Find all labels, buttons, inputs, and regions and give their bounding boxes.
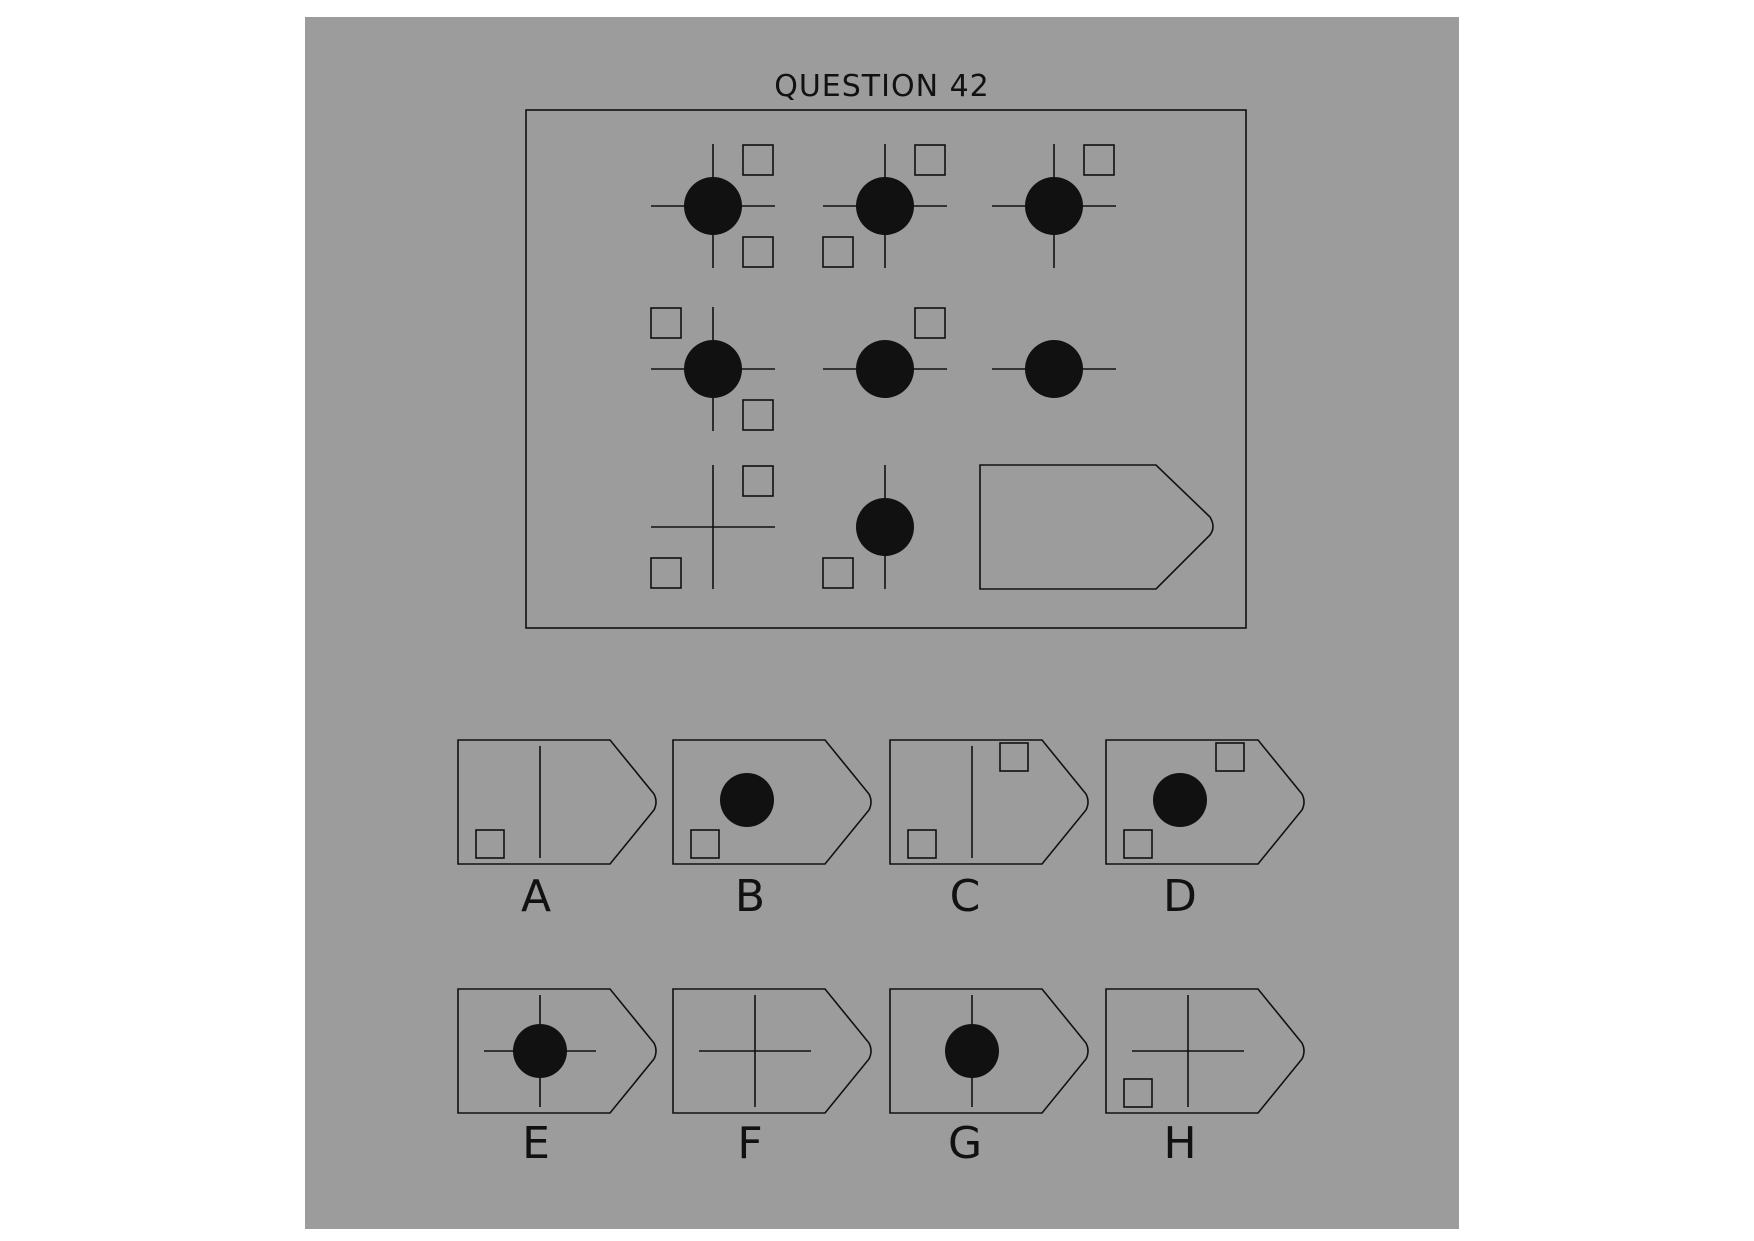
black-dot	[856, 340, 914, 398]
grid-cell-row1-col2	[822, 144, 947, 268]
small-square-top-right	[742, 144, 774, 176]
option-d[interactable]	[1105, 739, 1305, 865]
small-square-bottom-left	[1123, 829, 1153, 859]
option-g[interactable]	[889, 988, 1089, 1114]
small-square-bottom-left	[650, 557, 682, 589]
puzzle-frame	[525, 109, 1247, 629]
option-e[interactable]	[457, 988, 657, 1114]
small-square-top-right	[1083, 144, 1115, 176]
option-a[interactable]	[457, 739, 657, 865]
option-b[interactable]	[672, 739, 872, 865]
black-dot	[856, 498, 914, 556]
option-label-d[interactable]: D	[1163, 871, 1197, 922]
option-shape	[1105, 988, 1305, 1114]
grid-cell-row3-col3	[979, 464, 1214, 590]
grid-cell-row3-col2	[822, 465, 914, 589]
question-title: QUESTION 42	[774, 69, 990, 104]
option-shape	[672, 739, 872, 865]
option-shape	[672, 988, 872, 1114]
small-square-bottom-left	[690, 829, 720, 859]
grid-cell-row1-col1	[651, 144, 775, 268]
small-square-top-right	[1215, 742, 1245, 772]
small-square-bottom-left	[475, 829, 505, 859]
option-shape	[457, 739, 657, 865]
option-label-f[interactable]: F	[737, 1118, 763, 1169]
small-square-top-right	[914, 307, 946, 339]
question-panel: QUESTION 42 A B C D E F G H	[305, 17, 1459, 1229]
missing-answer-slot	[979, 464, 1214, 590]
small-square-bottom-left	[907, 829, 937, 859]
black-dot	[1025, 177, 1083, 235]
grid-cell-row2-col3	[992, 340, 1116, 398]
black-dot	[684, 177, 742, 235]
option-label-g[interactable]: G	[947, 1118, 983, 1169]
small-square-bottom-left	[1123, 1078, 1153, 1108]
small-square-bottom-right	[742, 399, 774, 431]
grid-cell-row2-col2	[823, 307, 947, 398]
black-dot	[684, 340, 742, 398]
option-label-c[interactable]: C	[949, 871, 981, 922]
black-dot	[856, 177, 914, 235]
grid-cell-row1-col3	[992, 144, 1116, 268]
grid-cell-row2-col1	[650, 307, 775, 431]
option-shape	[457, 988, 657, 1114]
small-square-top-right	[999, 742, 1029, 772]
small-square-bottom-right	[742, 236, 774, 268]
option-shape	[889, 739, 1089, 865]
option-label-a[interactable]: A	[520, 871, 552, 922]
option-c[interactable]	[889, 739, 1089, 865]
small-square-top-right	[914, 144, 946, 176]
black-dot	[1153, 773, 1207, 827]
option-label-h[interactable]: H	[1163, 1118, 1197, 1169]
option-shape	[1105, 739, 1305, 865]
option-shape	[889, 988, 1089, 1114]
black-dot	[513, 1024, 567, 1078]
small-square-bottom-left	[822, 236, 854, 268]
black-dot	[945, 1024, 999, 1078]
option-f[interactable]	[672, 988, 872, 1114]
grid-cell-row3-col1	[650, 465, 775, 589]
small-square-top-right	[742, 465, 774, 497]
small-square-bottom-left	[822, 557, 854, 589]
black-dot	[720, 773, 774, 827]
puzzle-drawing	[457, 109, 1305, 1114]
option-label-e[interactable]: E	[522, 1118, 550, 1169]
option-h[interactable]	[1105, 988, 1305, 1114]
option-label-b[interactable]: B	[734, 871, 766, 922]
black-dot	[1025, 340, 1083, 398]
small-square-top-left	[650, 307, 682, 339]
